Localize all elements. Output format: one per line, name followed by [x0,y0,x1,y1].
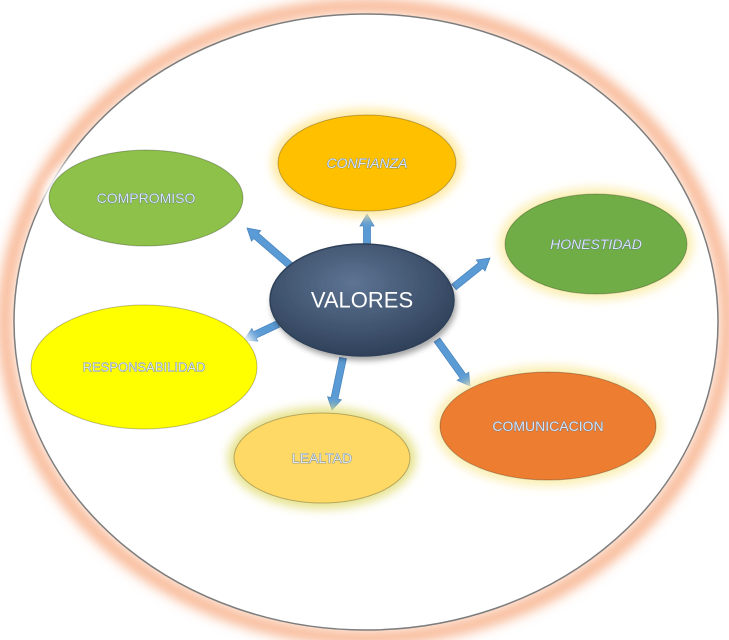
arrow-to-lealtad [327,356,347,411]
center-label: VALORES [311,288,413,313]
center-ellipse [269,243,455,357]
node-responsabilidad: RESPONSABILIDAD [25,299,263,435]
node-compromiso: COMPROMISO [43,144,249,252]
arrow-to-honestidad [451,257,491,291]
nodes-group: CONFIANZA HONESTIDAD COMUNICACION LEALTAD RE… [25,109,693,509]
node-comunicacion: COMUNICACION [434,366,662,486]
node-label-compromiso: COMPROMISO [97,190,196,206]
node-ellipse-honestidad [504,193,688,295]
arrow-to-comunicacion [433,337,471,387]
node-label-honestidad: HONESTIDAD [550,236,642,252]
arrow-to-confianza [359,213,375,247]
node-ellipse-comunicacion [439,371,657,481]
node-ellipse-compromiso [48,149,244,247]
node-ellipse-confianza [277,114,457,212]
node-honestidad: HONESTIDAD [499,188,693,300]
node-lealtad: LEALTAD [228,407,416,509]
arrows-group [243,213,491,411]
node-ellipse-responsabilidad [30,304,258,430]
node-label-confianza: CONFIANZA [327,155,408,171]
node-confianza: CONFIANZA [272,109,462,217]
node-label-lealtad: LEALTAD [292,450,352,466]
node-label-responsabilidad: RESPONSABILIDAD [83,360,206,375]
node-ellipse-lealtad [233,412,411,504]
center-node: VALORES [269,243,455,357]
arrow-to-compromiso [246,227,295,271]
node-label-comunicacion: COMUNICACION [492,418,603,434]
